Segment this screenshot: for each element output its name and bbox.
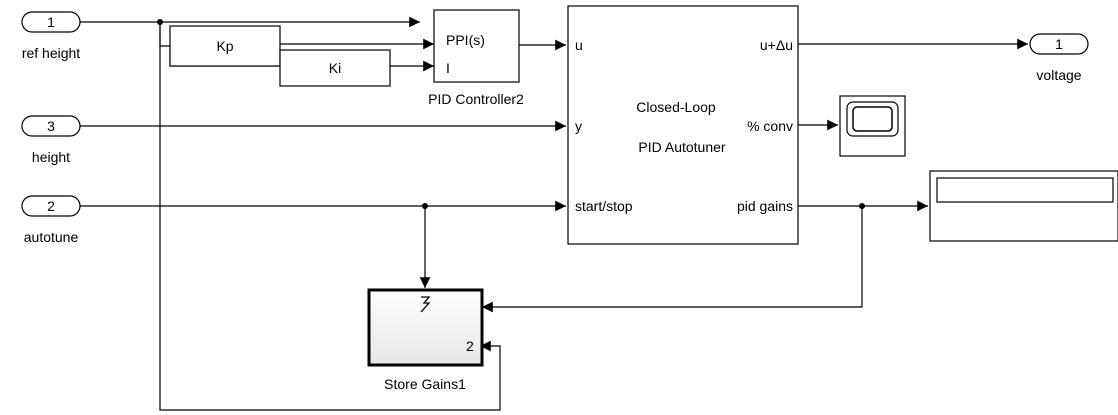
gain-kp-label: Kp [216, 38, 233, 54]
pid-controller-label: PPI(s) [446, 32, 485, 48]
autotuner-title-line1: Closed-Loop [636, 99, 716, 115]
autotuner-port-start-stop: start/stop [575, 198, 633, 214]
gain-kp-block[interactable]: Kp [169, 25, 281, 67]
outport-voltage-number: 1 [1055, 36, 1063, 52]
junction-autotune [422, 203, 428, 209]
inport-height-label: height [32, 149, 70, 165]
lightning-trigger-icon [420, 296, 431, 313]
inport-ref-height-label: ref height [22, 45, 80, 61]
inport-autotune-label: autotune [24, 229, 79, 245]
gain-ki-block[interactable]: Ki [279, 49, 391, 87]
wire-ref-branch-down [159, 22, 501, 411]
autotuner-port-conv: % conv [747, 118, 793, 134]
display-block[interactable] [929, 170, 1118, 242]
inport-autotune-number: 2 [47, 198, 55, 214]
autotuner-port-y: y [575, 118, 582, 134]
autotuner-port-u: u [575, 37, 583, 53]
autotuner-port-udu: u+Δu [760, 37, 793, 53]
junction-gains [859, 203, 865, 209]
outport-voltage-label: voltage [1036, 67, 1081, 83]
wire-gains-to-store [482, 206, 863, 313]
pid-controller-name: PID Controller2 [428, 91, 524, 107]
outport-voltage[interactable]: 1 voltage [1029, 33, 1089, 83]
inport-ref-height[interactable]: 1 ref height [21, 11, 81, 61]
junction-ref [157, 19, 163, 25]
gain-ki-label: Ki [329, 60, 341, 76]
closed-loop-pid-autotuner-block[interactable]: u y start/stop u+Δu % conv pid gains Clo… [567, 5, 799, 245]
inport-ref-height-number: 1 [47, 14, 55, 30]
inport-autotune[interactable]: 2 autotune [21, 195, 81, 245]
inport-height-number: 3 [47, 118, 55, 134]
pid-port-i-label: I [446, 60, 450, 76]
store-gains-name: Store Gains1 [384, 376, 466, 392]
pid-controller-block[interactable]: PPI(s) I PID Controller2 [428, 9, 524, 107]
wire-ref-branch-kp [159, 22, 170, 47]
store-gains-subsystem[interactable]: 2 Store Gains1 [367, 288, 484, 392]
autotuner-title-line2: PID Autotuner [638, 139, 726, 155]
inport-height[interactable]: 3 height [21, 115, 81, 165]
store-gains-port2: 2 [466, 338, 474, 354]
display-icon [936, 177, 1114, 203]
signal-lines [80, 16, 1028, 411]
scope-block[interactable] [839, 95, 906, 157]
autotuner-port-pid-gains: pid gains [737, 198, 793, 214]
